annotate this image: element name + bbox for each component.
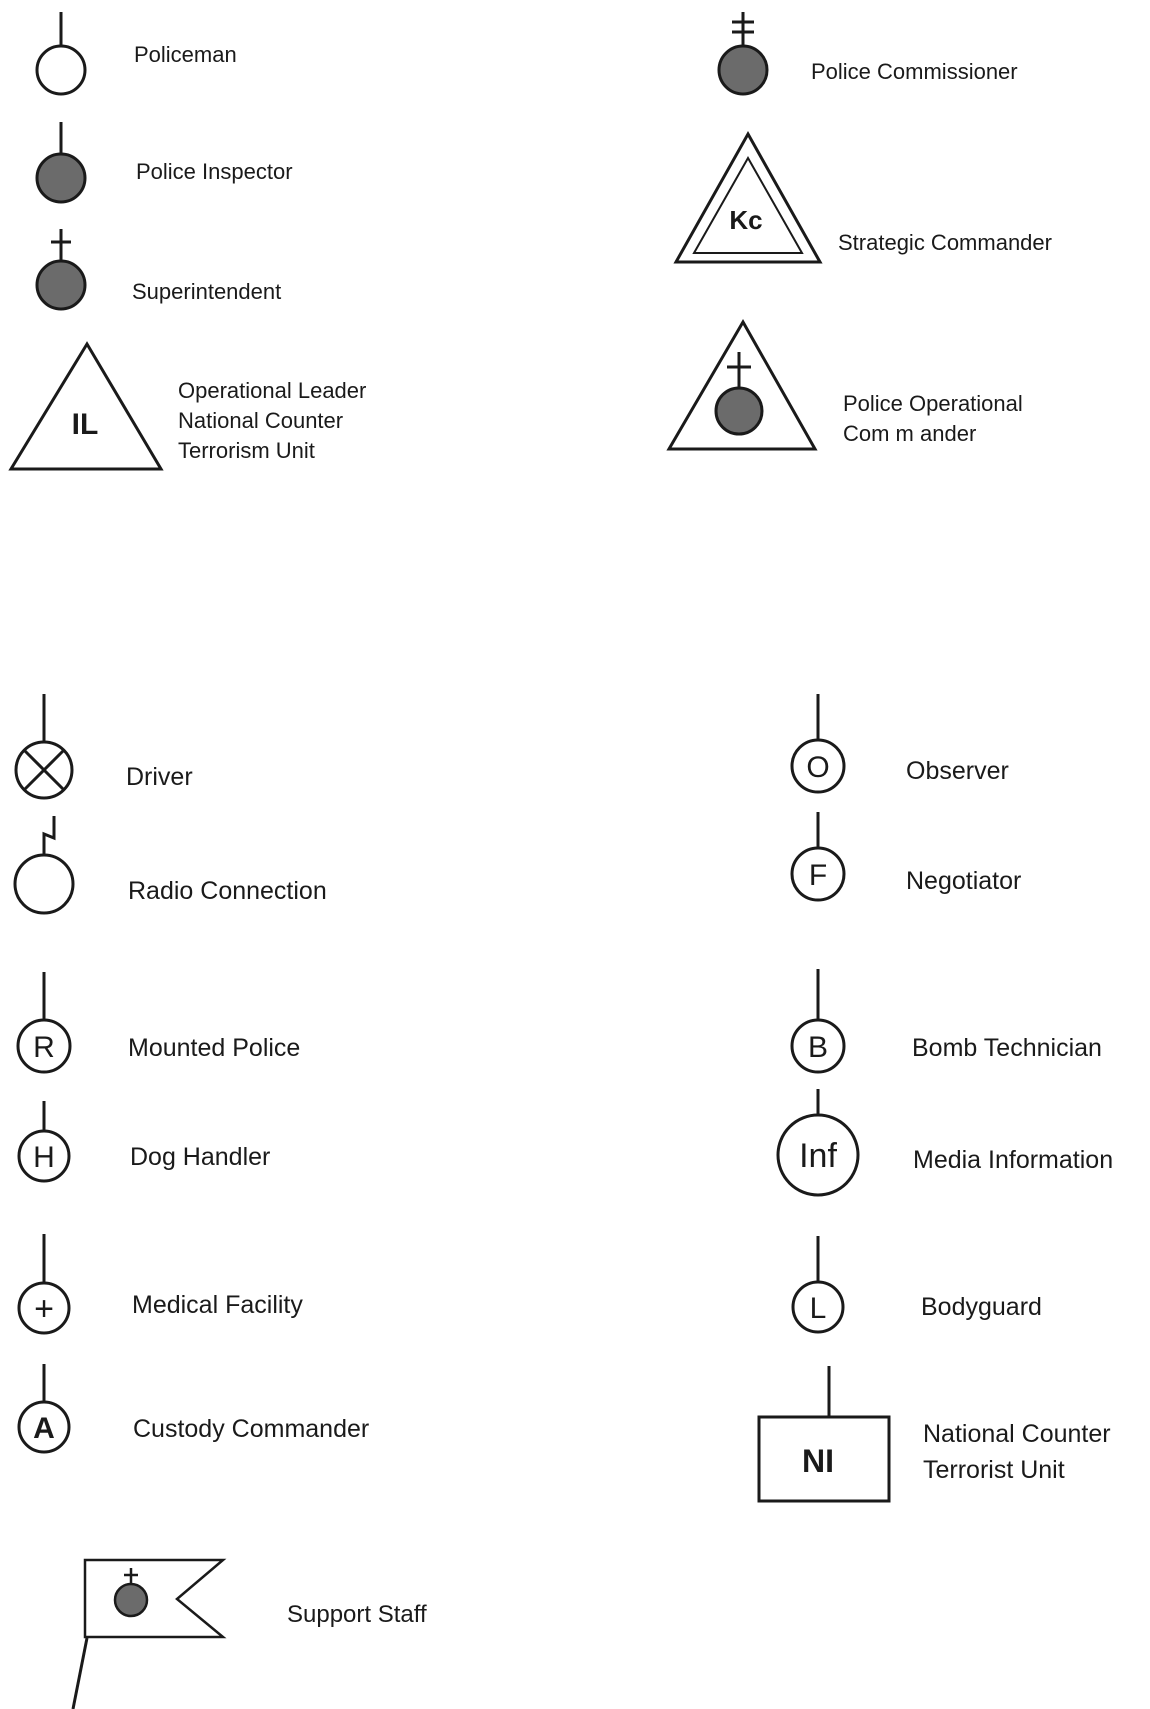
medical-facility-symbol-text: + (34, 1290, 54, 1328)
national-counter-terrorist-unit-box-icon: NI (757, 1366, 891, 1503)
media-information-symbol-icon: Inf (776, 1089, 860, 1197)
mounted-police-label: Mounted Police (128, 1034, 301, 1062)
bodyguard-symbol-text: L (810, 1292, 827, 1325)
strategic-commander-triangle-icon: Kc (673, 130, 823, 264)
police-operational-commander-line-1: Police Operational (843, 391, 1023, 416)
medical-facility-label: Medical Facility (132, 1291, 303, 1319)
national-counter-terrorist-unit-line-1: National Counter (923, 1420, 1111, 1448)
negotiator-symbol-icon: F (790, 812, 846, 902)
radio-connection-label: Radio Connection (128, 877, 327, 905)
operational-leader-line-3: Terrorism Unit (178, 438, 315, 463)
media-information-label: Media Information (913, 1146, 1114, 1174)
support-staff-flag-icon (71, 1558, 227, 1709)
observer-symbol-text: O (806, 751, 829, 784)
operational-leader-triangle-icon: IL (8, 341, 164, 471)
media-information-symbol-text: Inf (799, 1137, 837, 1175)
dog-handler-symbol-text: H (33, 1141, 55, 1174)
operational-leader-symbol-text: IL (72, 408, 99, 441)
operational-leader-label: Operational Leader National Counter Terr… (178, 376, 366, 466)
bodyguard-symbol-icon: L (791, 1236, 845, 1334)
police-commissioner-label: Police Commissioner (811, 59, 1018, 84)
bomb-technician-symbol-text: B (808, 1031, 828, 1064)
mounted-police-symbol-text: R (33, 1031, 55, 1064)
superintendent-symbol-icon (35, 229, 87, 311)
national-counter-terrorist-unit-label: National Counter Terrorist Unit (923, 1416, 1111, 1488)
support-staff-label: Support Staff (287, 1601, 427, 1628)
policeman-symbol-icon (35, 12, 87, 96)
operational-leader-line-1: Operational Leader (178, 378, 367, 403)
medical-facility-symbol-icon: + (17, 1234, 71, 1335)
police-operational-commander-triangle-icon (666, 318, 818, 451)
custody-commander-symbol-text: A (33, 1412, 55, 1445)
operational-leader-line-2: National Counter (178, 408, 344, 433)
dog-handler-label: Dog Handler (130, 1143, 271, 1171)
driver-symbol-icon (14, 694, 74, 800)
police-inspector-label: Police Inspector (136, 159, 293, 184)
bomb-technician-label: Bomb Technician (912, 1034, 1102, 1062)
negotiator-symbol-text: F (809, 859, 827, 892)
police-inspector-symbol-icon (35, 122, 87, 204)
negotiator-label: Negotiator (906, 867, 1022, 895)
police-operational-commander-label: Police Operational Com m ander (843, 389, 1023, 449)
custody-commander-symbol-icon: A (17, 1364, 71, 1454)
police-operational-commander-line-2: Com m ander (843, 421, 977, 446)
radio-connection-symbol-icon (13, 816, 75, 915)
bomb-technician-symbol-icon: B (790, 969, 846, 1074)
dog-handler-symbol-icon: H (17, 1101, 71, 1183)
custody-commander-label: Custody Commander (133, 1415, 370, 1443)
police-commissioner-symbol-icon (717, 12, 769, 96)
national-counter-terrorist-unit-symbol-text: NI (802, 1443, 834, 1479)
observer-label: Observer (906, 757, 1009, 785)
superintendent-label: Superintendent (132, 279, 282, 304)
bodyguard-label: Bodyguard (921, 1293, 1042, 1321)
mounted-police-symbol-icon: R (16, 972, 72, 1074)
strategic-commander-label: Strategic Commander (838, 230, 1052, 255)
strategic-commander-symbol-text: Kc (729, 205, 762, 235)
policeman-label: Policeman (134, 42, 237, 67)
national-counter-terrorist-unit-line-2: Terrorist Unit (923, 1456, 1065, 1484)
driver-label: Driver (126, 763, 193, 791)
observer-symbol-icon: O (790, 694, 846, 794)
